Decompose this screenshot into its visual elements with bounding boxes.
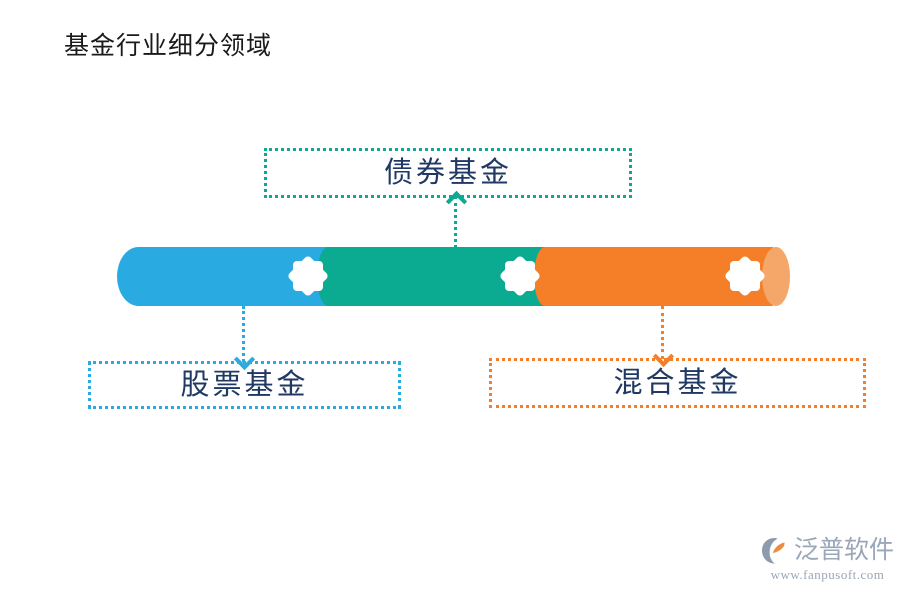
label-box-stock-fund: 股票基金	[88, 361, 401, 409]
label-mixed-fund: 混合基金	[613, 366, 742, 399]
mixed-connector-line	[661, 306, 664, 359]
fanpu-logo-icon	[760, 536, 790, 566]
segmented-cylinder-bar	[117, 247, 790, 306]
eight-point-star-icon	[505, 261, 535, 291]
watermark-brand: 泛普软件	[794, 537, 895, 564]
watermark-row: 泛普软件	[760, 536, 895, 566]
label-stock-fund: 股票基金	[180, 368, 309, 401]
page-title: 基金行业细分领域	[64, 33, 273, 60]
watermark-url: www.fanpusoft.com	[770, 567, 885, 582]
label-box-mixed-fund: 混合基金	[489, 358, 866, 408]
label-box-bond-fund: 债券基金	[264, 148, 632, 198]
cylinder-end-ellipse	[762, 247, 790, 306]
bond-connector-line	[454, 196, 457, 248]
stock-connector-line	[242, 306, 245, 362]
label-bond-fund: 债券基金	[383, 156, 512, 189]
eight-point-star-icon	[730, 261, 760, 291]
watermark: 泛普软件 www.fanpusoft.com	[760, 536, 895, 588]
eight-point-star-icon	[293, 261, 323, 291]
